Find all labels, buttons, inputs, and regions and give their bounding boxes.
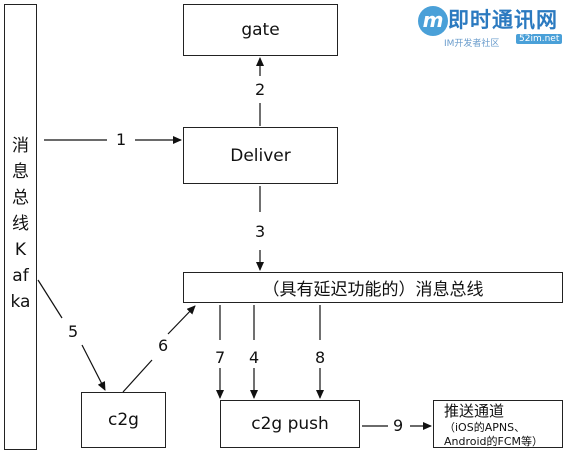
- kafka-bus-char: 息: [12, 162, 29, 182]
- kafka-bus-char: 消: [12, 136, 29, 156]
- kafka-bus-node: 消 息 总 线 K af ka: [4, 4, 37, 450]
- edge-label-9: 9: [393, 416, 404, 435]
- edge-label-2: 2: [255, 80, 266, 99]
- kafka-bus-char: af: [12, 266, 29, 286]
- edge-label-5: 5: [68, 322, 79, 341]
- push-channel-sub1: （iOS的APNS、: [444, 420, 526, 434]
- push-channel-sub2: Android的FCM等）: [444, 434, 544, 448]
- edge-label-4: 4: [249, 348, 260, 367]
- kafka-bus-char: ka: [10, 292, 31, 312]
- edge-5-line: [81, 344, 106, 391]
- logo-mark: m: [418, 6, 448, 36]
- c2g-label: c2g: [108, 410, 139, 430]
- kafka-bus-char: 总: [12, 188, 29, 208]
- logo-title: 即时通讯网: [448, 8, 558, 32]
- edge-5-line: [37, 279, 63, 319]
- delay-bus-node: （具有延迟功能的）消息总线: [183, 272, 563, 303]
- edge-label-8: 8: [315, 348, 326, 367]
- gate-node: gate: [183, 4, 338, 56]
- kafka-bus-char: K: [14, 240, 27, 260]
- edge-label-6: 6: [158, 336, 169, 355]
- push-channel-node: 推送通道 （iOS的APNS、 Android的FCM等）: [433, 400, 563, 448]
- logo-subtitle: IM开发者社区: [444, 39, 500, 49]
- deliver-node: Deliver: [183, 127, 338, 184]
- c2g-push-label: c2g push: [251, 414, 329, 434]
- edge-label-7: 7: [215, 348, 226, 367]
- edge-label-1: 1: [116, 130, 127, 149]
- edge-6-line: [167, 305, 196, 335]
- logo-url: 52im.net: [516, 34, 563, 44]
- watermark-logo: m 即时通讯网 IM开发者社区 52im.net: [418, 4, 574, 50]
- kafka-bus-char: 线: [12, 214, 29, 234]
- gate-label: gate: [241, 20, 280, 40]
- deliver-label: Deliver: [230, 145, 291, 166]
- c2g-push-node: c2g push: [220, 400, 360, 448]
- delay-bus-label: （具有延迟功能的）消息总线: [262, 280, 484, 300]
- push-channel-title: 推送通道: [444, 401, 505, 420]
- edge-6-line: [122, 359, 153, 393]
- c2g-node: c2g: [81, 392, 166, 448]
- edge-label-3: 3: [255, 222, 266, 241]
